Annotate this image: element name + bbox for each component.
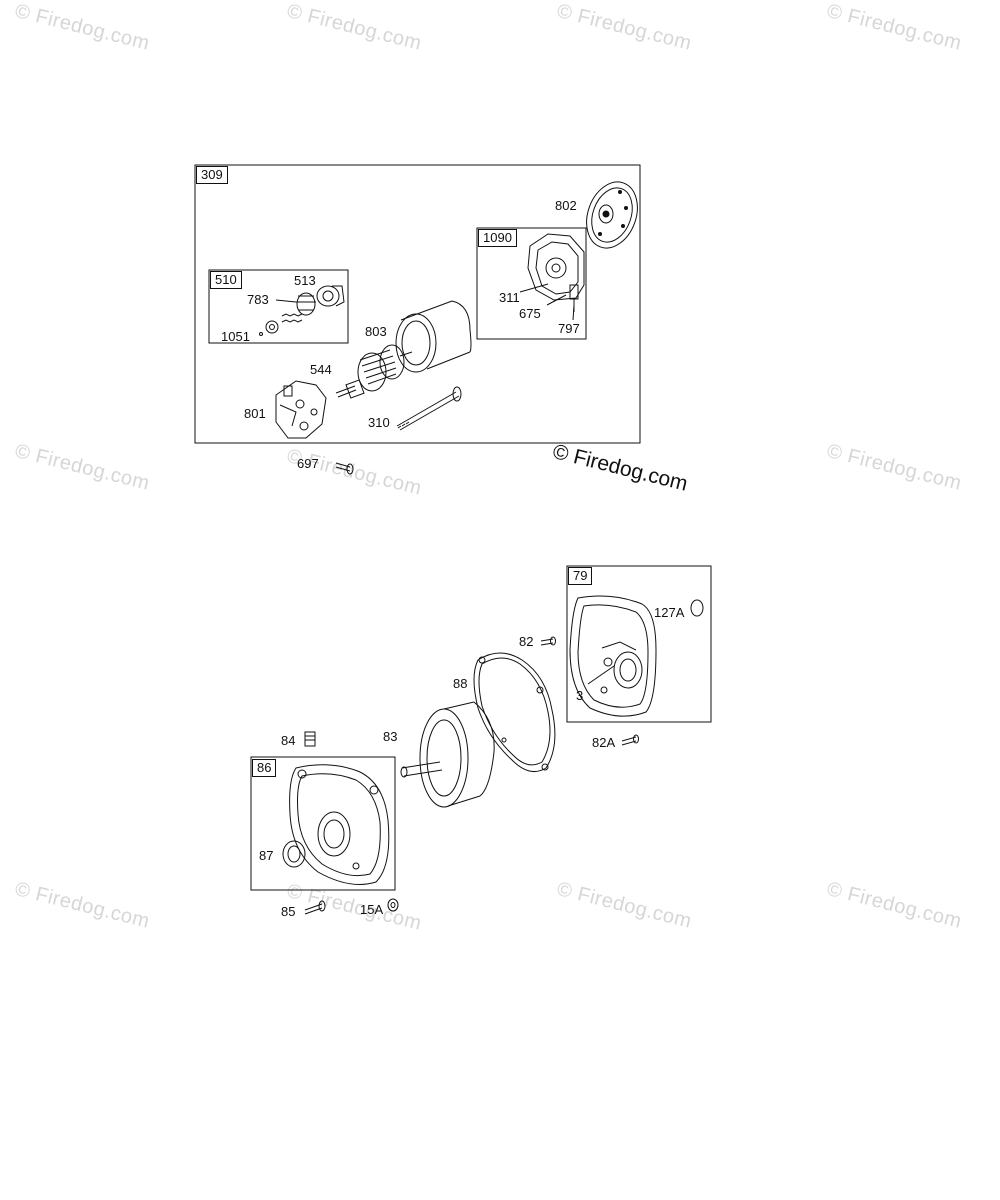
part-510-drawing xyxy=(259,285,345,336)
assembly-box-1090 xyxy=(476,227,587,340)
part-label-801: 801 xyxy=(244,406,266,421)
part-label-82: 82 xyxy=(519,634,534,649)
assembly-box-510 xyxy=(208,269,349,344)
part-label-803: 803 xyxy=(365,324,387,339)
assembly-box-79 xyxy=(566,565,712,723)
part-label-310: 310 xyxy=(368,415,390,430)
part-83-drawing xyxy=(400,701,495,808)
part-1090-drawing xyxy=(519,233,585,321)
part-label-3: 3 xyxy=(576,688,584,703)
part-802-drawing xyxy=(586,181,638,249)
part-79-drawing xyxy=(569,595,704,717)
part-label-797: 797 xyxy=(558,321,580,336)
part-label-83: 83 xyxy=(383,729,398,744)
assembly-label-309: 309 xyxy=(196,166,228,184)
assembly-label-1090: 1090 xyxy=(478,229,517,247)
part-88-drawing xyxy=(473,652,556,773)
part-label-87: 87 xyxy=(259,848,274,863)
part-310-drawing xyxy=(396,386,462,431)
part-label-85: 85 xyxy=(281,904,296,919)
part-label-15A: 15A xyxy=(360,902,384,917)
part-label-802: 802 xyxy=(555,198,577,213)
part-label-127A: 127A xyxy=(654,605,685,620)
assembly-label-86: 86 xyxy=(252,759,277,777)
part-544-drawing xyxy=(335,344,413,399)
part-label-1051: 1051 xyxy=(221,329,250,344)
part-label-513: 513 xyxy=(294,273,316,288)
part-697-drawing xyxy=(335,462,354,475)
assembly-label-79: 79 xyxy=(568,567,593,585)
assembly-box-309 xyxy=(194,164,641,444)
part-803-drawing xyxy=(395,300,472,373)
part-label-675: 675 xyxy=(519,306,541,321)
part-label-84: 84 xyxy=(281,733,296,748)
assembly-label-510: 510 xyxy=(210,271,242,289)
part-801-drawing xyxy=(275,380,327,439)
part-82A-drawing xyxy=(621,734,639,746)
part-label-88: 88 xyxy=(453,676,468,691)
part-label-82A: 82A xyxy=(592,735,616,750)
assembly-box-86 xyxy=(250,756,396,891)
part-label-783: 783 xyxy=(247,292,269,307)
part-label-311: 311 xyxy=(499,290,520,305)
part-82-drawing xyxy=(540,636,556,646)
part-label-697: 697 xyxy=(297,456,319,471)
part-15A-drawing xyxy=(387,898,399,912)
part-84-drawing xyxy=(304,731,316,747)
part-86-drawing xyxy=(282,764,390,885)
part-label-544: 544 xyxy=(310,362,332,377)
part-85-drawing xyxy=(304,900,326,915)
